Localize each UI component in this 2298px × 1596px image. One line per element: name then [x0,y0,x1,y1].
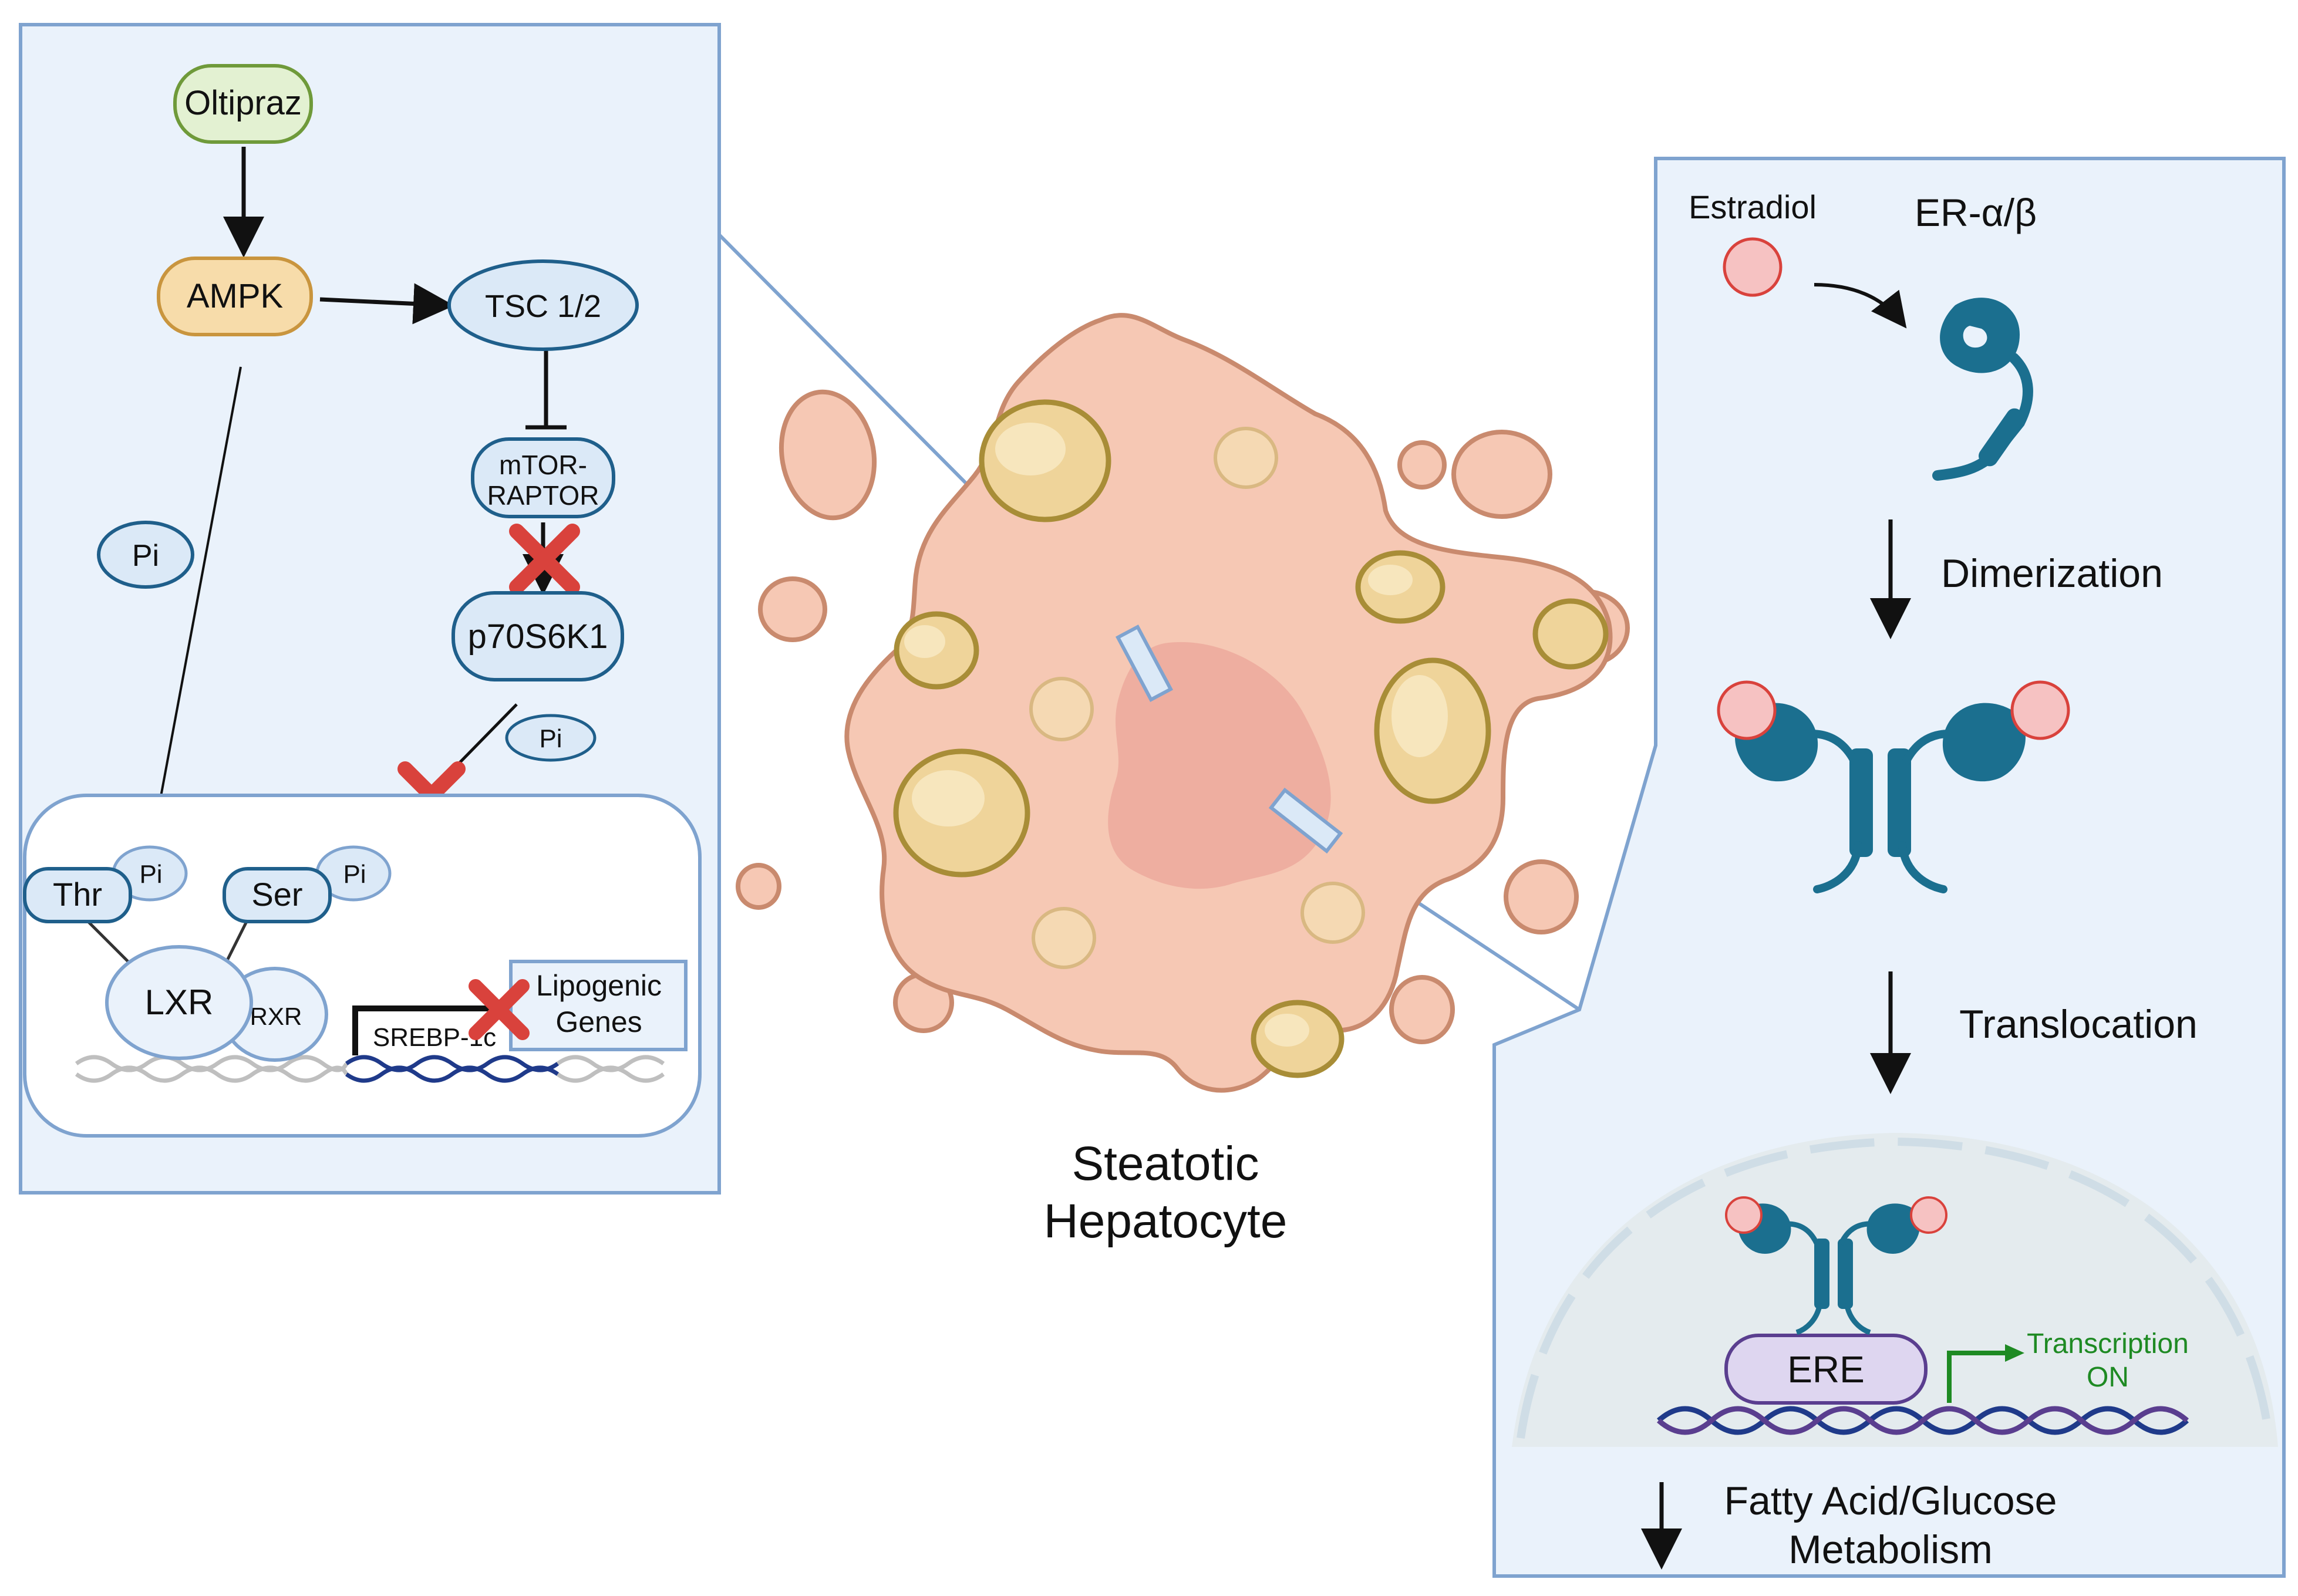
ser-label: Ser [251,876,302,913]
block-x-srebp-icon [469,979,530,1040]
tsc-label: TSC 1/2 [485,289,601,324]
dna-left-icon [75,1055,665,1083]
lxr-label: LXR [145,983,214,1022]
pi-label-p70: Pi [539,724,562,753]
mtor-label-line1: mTOR- [499,450,587,480]
right-panel: Estradiol ER-α/β Dimerization [1492,157,2286,1578]
ampk-node [157,257,313,336]
lipid-droplets [893,399,1609,1078]
arrow-ampk-tsc [319,283,454,325]
er-dimer-bound-icon [1725,1196,1947,1335]
oltipraz-node [173,64,313,144]
ere-label: ERE [1787,1348,1865,1391]
small-droplets [1029,427,1365,969]
mtor-node [471,437,615,518]
oltipraz-label: Oltipraz [184,84,302,122]
mtor-label-line2: RAPTOR [487,480,599,511]
binding-arrow [1814,283,1907,329]
hepatocyte-nucleus [1108,642,1331,889]
pi-label-thr: Pi [139,860,162,889]
left-panel: Oltipraz AMPK TSC 1/2 mTOR- RAPTOR p70S6… [19,23,721,1195]
pi-label-left: Pi [132,539,159,573]
lipogenic-line1: Lipogenic [536,969,662,1002]
thr-node [23,867,132,923]
srebp-promoter-arrow [352,1005,487,1055]
estradiol-label: Estradiol [1689,188,1817,225]
ser-node [223,867,332,923]
block-x-mtor-icon [509,524,580,595]
outcome-line2: Metabolism [1788,1527,1993,1572]
ampk-label: AMPK [187,277,284,315]
rxr-label: RXR [250,1003,302,1030]
lxr-node [105,945,253,1060]
transcription-line2: ON [2087,1362,2129,1393]
hepatocyte-cell [736,313,1630,1093]
dimerization-label: Dimerization [1941,551,2163,596]
er-dimer-icon [1717,680,2070,893]
arrow-ampk-thr [147,366,242,829]
er-label: ER-α/β [1915,191,2037,234]
nucleus-dome [1512,1133,2278,1447]
estradiol-icon [1723,237,1783,297]
er-monomer-icon [1932,298,2033,481]
p70-node [451,591,624,681]
ere-box [1724,1334,1928,1405]
hepatocyte-label-line1: Steatotic [1071,1137,1259,1190]
lipogenic-line2: Genes [555,1005,642,1038]
pi-node-left [97,521,194,589]
transcription-line1: Transcription [2027,1328,2189,1359]
translocation-label: Translocation [1959,1002,2198,1047]
tsc-node [447,259,639,351]
thr-label: Thr [53,876,102,913]
pi-label-ser: Pi [343,860,366,889]
outcome-line1: Fatty Acid/Glucose [1724,1479,2057,1523]
dna-right-icon [1657,1406,2189,1435]
pi-node-p70 [505,714,597,762]
p70-label: p70S6K1 [468,618,608,656]
transcription-arrow [1947,1351,2008,1403]
zoom-target-cytoplasm [1115,625,1174,702]
hepatocyte-label-line2: Hepatocyte [1044,1195,1288,1248]
zoom-target-nucleus [1268,787,1343,854]
